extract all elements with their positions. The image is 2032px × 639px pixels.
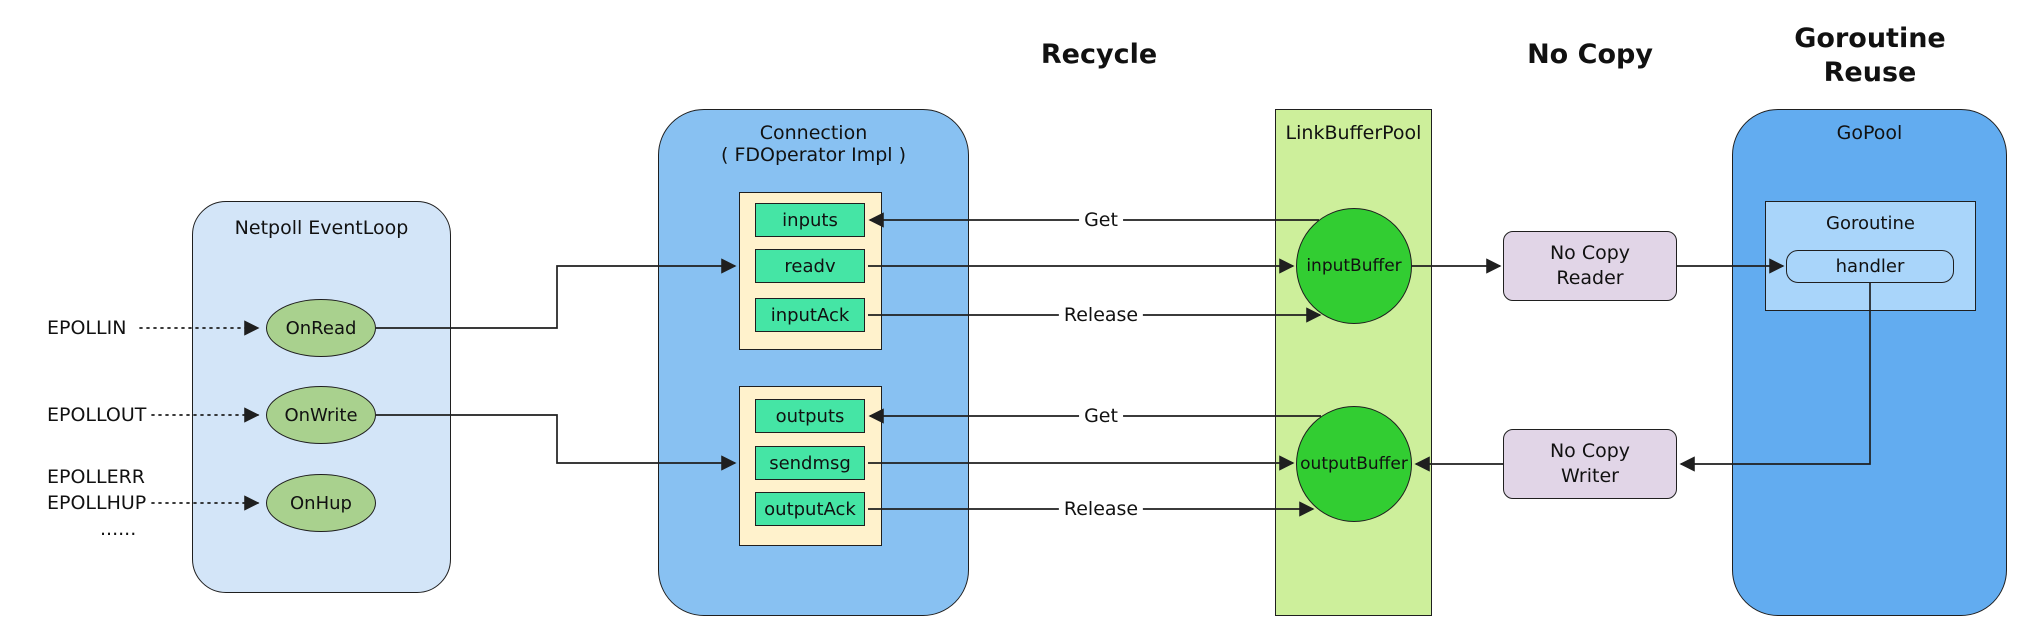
outputs-label: outputs [775,405,845,427]
inputack-label: inputAck [770,304,850,326]
onwrite-label: OnWrite [284,404,358,426]
connection-subtitle: ( FDOperator Impl ) [721,144,906,166]
onhup-node: OnHup [266,474,376,532]
no-copy-header: No Copy [1527,39,1653,70]
handler-label: handler [1835,256,1905,277]
release-label-bottom: Release [1058,498,1144,520]
onread-node: OnRead [266,299,376,357]
onread-label: OnRead [285,317,357,339]
epollout-label: EPOLLOUT [47,404,147,426]
connection-title: Connection [759,122,868,144]
outputbuffer-label: outputBuffer [1300,454,1408,474]
no-copy-writer-line1: No Copy [1549,440,1631,463]
onhup-label: OnHup [290,492,352,514]
inputack-node: inputAck [755,298,865,332]
get-label-bottom: Get [1079,405,1123,427]
goroutine-reuse-header: Goroutine Reuse [1794,23,1946,88]
netpoll-eventloop-title: Netpoll EventLoop [234,217,409,239]
linkbufferpool-box: LinkBufferPool [1275,109,1432,616]
linkbufferpool-title: LinkBufferPool [1285,122,1422,144]
sendmsg-node: sendmsg [755,446,865,480]
inputbuffer-label: inputBuffer [1306,256,1402,276]
inputs-label: inputs [782,209,838,231]
epollhup-label: EPOLLHUP [47,492,147,514]
onwrite-node: OnWrite [266,386,376,444]
no-copy-reader-line2: Reader [1556,267,1624,289]
no-copy-reader-line1: No Copy [1549,242,1631,265]
readv-label: readv [784,255,836,277]
outputs-node: outputs [755,399,865,433]
outputack-node: outputAck [755,492,865,526]
inputbuffer-node: inputBuffer [1296,208,1412,324]
gopool-box: GoPool [1732,109,2007,616]
gopool-title: GoPool [1836,122,1903,144]
get-label-top: Get [1079,209,1123,231]
outputbuffer-node: outputBuffer [1296,406,1412,522]
epollin-label: EPOLLIN [47,317,127,339]
no-copy-writer-node: No Copy Writer [1503,429,1677,499]
readv-node: readv [755,249,865,283]
sendmsg-label: sendmsg [769,452,851,474]
release-label-top: Release [1058,304,1144,326]
outputack-label: outputAck [764,498,856,520]
no-copy-reader-node: No Copy Reader [1503,231,1677,301]
no-copy-writer-line2: Writer [1561,465,1619,487]
inputs-node: inputs [755,203,865,237]
goroutine-title: Goroutine [1826,213,1915,234]
epoll-more-label: ...... [100,518,137,540]
handler-node: handler [1786,250,1954,283]
recycle-header: Recycle [1040,39,1158,70]
epollerr-label: EPOLLERR [47,466,145,488]
